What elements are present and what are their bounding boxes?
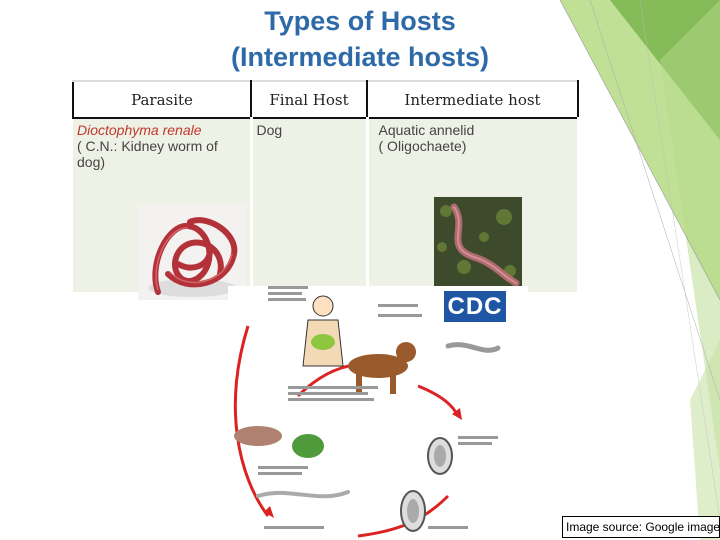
slide-subtitle: (Intermediate hosts)	[230, 42, 490, 72]
cell-final-host: Dog	[251, 118, 369, 292]
cdc-logo: CDC	[444, 291, 506, 322]
parasite-common-name: ( C.N.: Kidney worm of dog)	[77, 138, 218, 170]
annelid-image	[434, 197, 522, 286]
header-final-host: Final Host	[250, 80, 368, 119]
image-source-note: Image source: Google image	[562, 516, 720, 538]
table-header-row: Parasite Final Host Intermediate host	[72, 80, 579, 119]
header-parasite: Parasite	[72, 80, 252, 119]
parasite-name: Dioctophyma renale	[77, 122, 202, 138]
slide-title: Types of Hosts	[264, 6, 456, 36]
intermediate-host-value: Aquatic annelid	[378, 122, 475, 138]
kidney-worm-image	[138, 204, 246, 300]
final-host-value: Dog	[256, 122, 283, 138]
intermediate-host-detail: ( Oligochaete)	[378, 138, 467, 154]
header-intermediate-host: Intermediate host	[366, 80, 579, 119]
life-cycle-diagram	[228, 286, 528, 540]
